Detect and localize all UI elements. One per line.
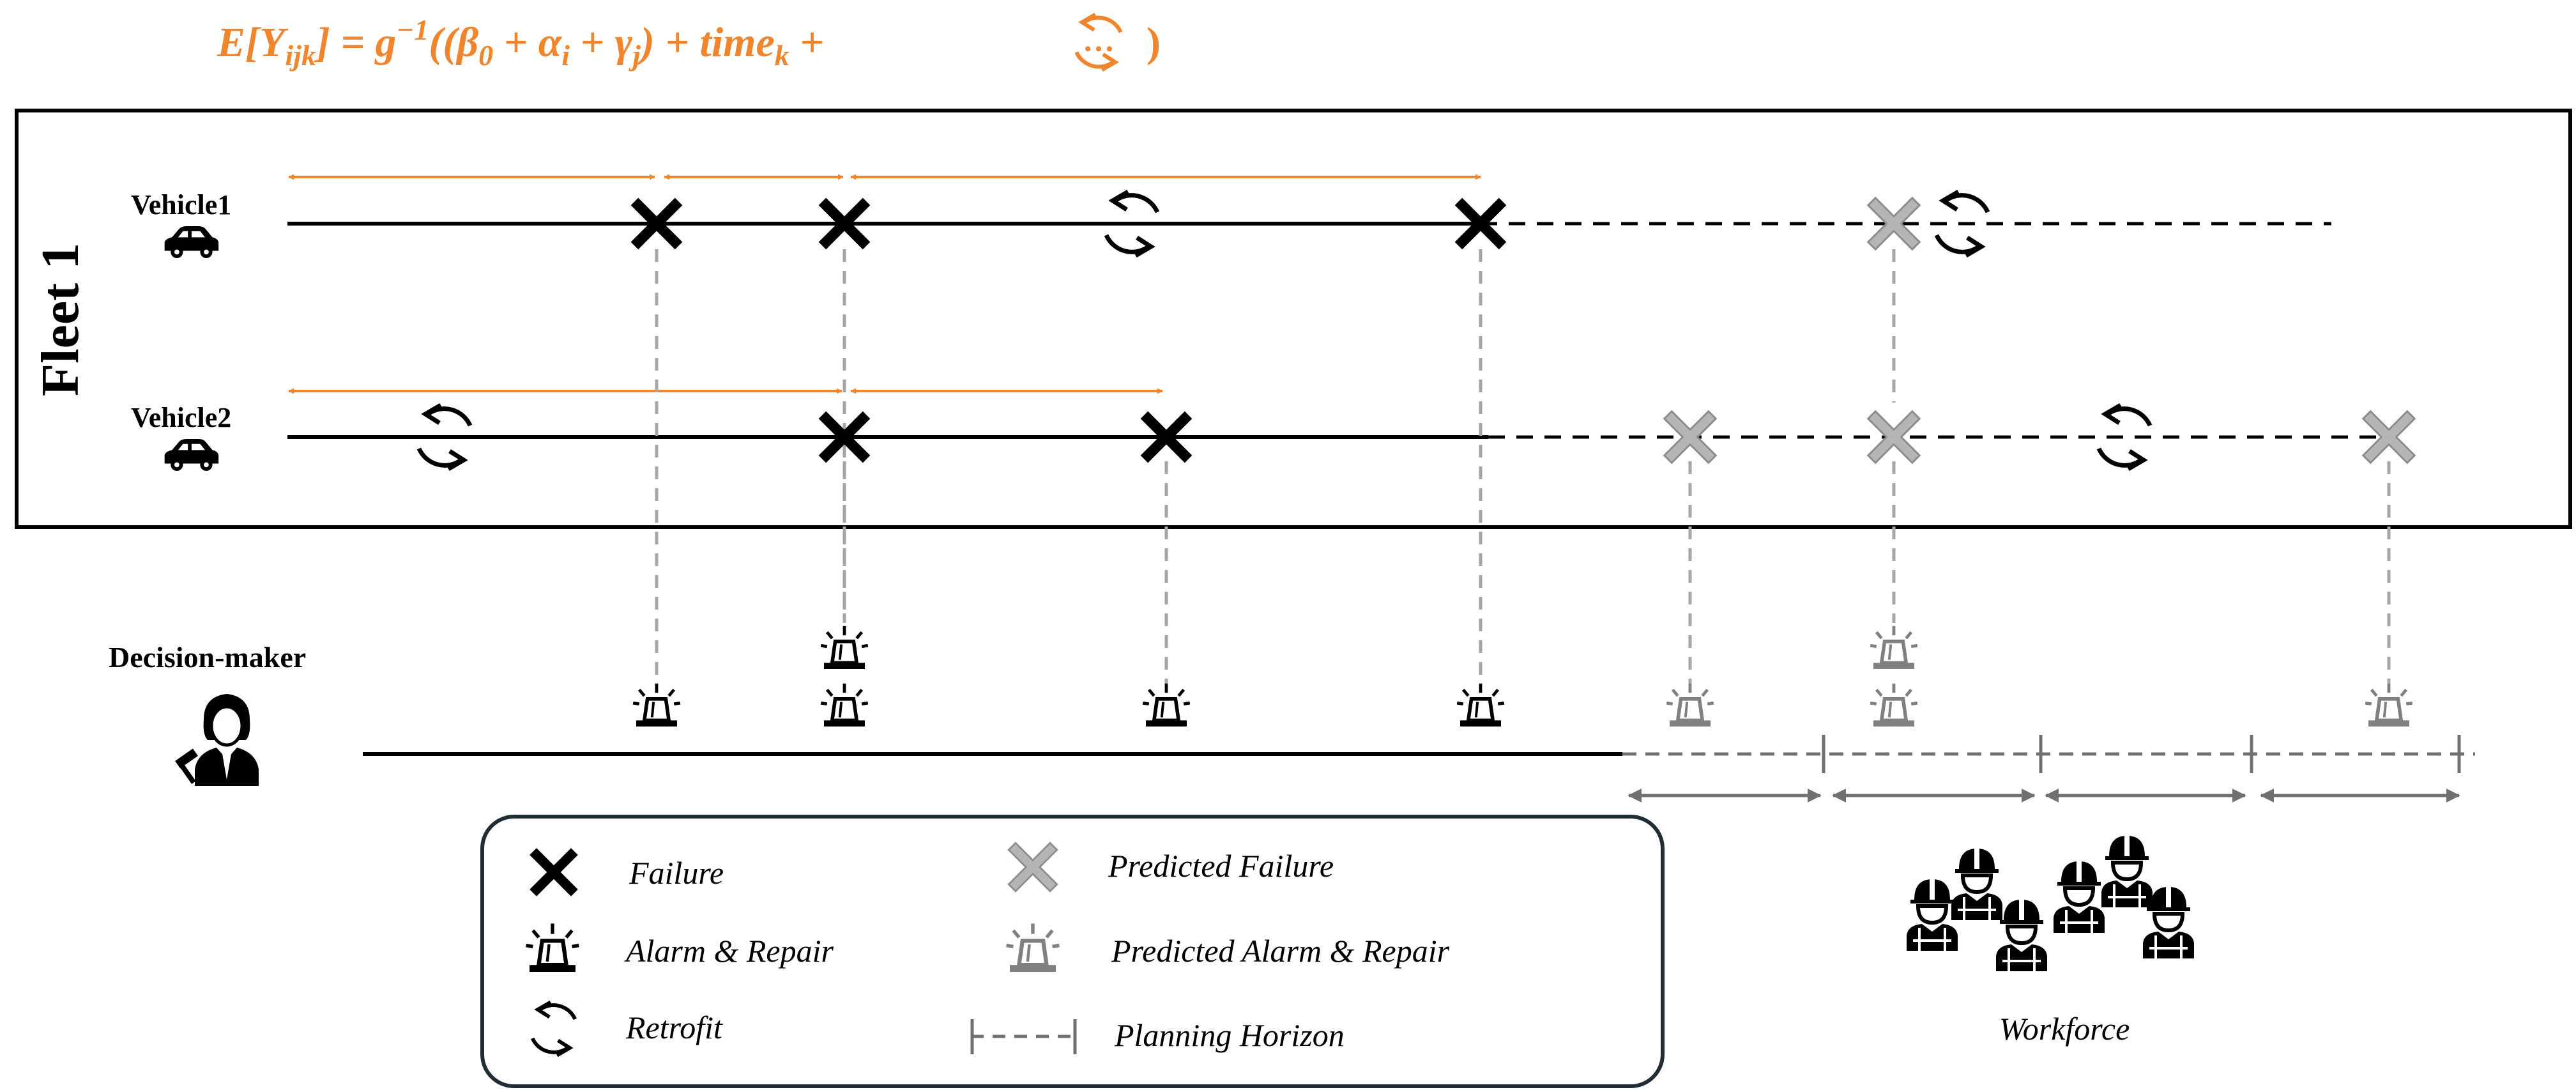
predicted-alarm-repair-icon xyxy=(2365,684,2412,727)
workers-group-icon xyxy=(1907,836,2194,971)
formula-b-sub: 0 xyxy=(478,39,493,72)
legend-planning-horizon-icon xyxy=(970,1019,1077,1054)
planning-horizon-ticks xyxy=(1822,735,2461,773)
formula-plus3: + xyxy=(789,19,824,66)
alarm-repair-icon xyxy=(1457,684,1504,727)
legend-box xyxy=(480,815,1665,1088)
predicted-alarm-repair-icon xyxy=(1870,684,1917,727)
formula-retrofit-term: … xyxy=(1076,15,1120,70)
fleet-label: Fleet 1 xyxy=(31,243,90,396)
formula-t-sub: k xyxy=(775,39,789,72)
formula-plus1: + α xyxy=(493,19,563,66)
legend-label-failure: Failure xyxy=(629,855,724,891)
legend-label-alarm-repair: Alarm & Repair xyxy=(624,933,834,969)
formula-mid: ) + time xyxy=(637,19,775,66)
formula: E[Yijk] = g−1((β0 + αi + γj) + timek + xyxy=(217,13,824,72)
formula-eq: ] = g xyxy=(314,19,397,66)
legend-label-retrofit: Retrofit xyxy=(625,1010,723,1045)
alarm-repair-icon xyxy=(821,684,868,727)
formula-sup: −1 xyxy=(396,13,429,46)
predicted-alarm-repair-icon xyxy=(1666,684,1714,727)
alarm-repair-icon xyxy=(1143,684,1190,727)
formula-open: ((β xyxy=(429,19,478,66)
formula-lhs-sub: ijk xyxy=(285,39,316,72)
fleet-box xyxy=(15,109,2572,529)
legend-label-predicted-alarm-repair: Predicted Alarm & Repair xyxy=(1111,933,1450,969)
connectors xyxy=(655,249,2391,684)
formula-close: ) xyxy=(1147,19,1161,66)
vehicle2-label: Vehicle2 xyxy=(131,402,231,433)
decision-maker-label: Decision-maker xyxy=(109,641,306,673)
legend-label-planning-horizon: Planning Horizon xyxy=(1114,1017,1345,1053)
vehicle1-label: Vehicle1 xyxy=(131,189,231,220)
alarm-repair-icon xyxy=(633,684,680,727)
vehicle1-car-icon xyxy=(164,226,219,258)
legend-label-predicted-failure: Predicted Failure xyxy=(1108,848,1334,884)
formula-dots: … xyxy=(1083,22,1115,58)
vehicle2-car-icon xyxy=(164,439,219,471)
alarm-repair-icon xyxy=(821,626,868,669)
formula-plus2: + γ xyxy=(570,19,633,66)
predicted-alarm-repair-icon xyxy=(1870,626,1917,669)
judge-person-icon xyxy=(175,694,259,786)
formula-a-sub: i xyxy=(561,39,570,72)
formula-lhs: E[Y xyxy=(217,19,289,66)
workforce-label: Workforce xyxy=(1999,1011,2130,1047)
